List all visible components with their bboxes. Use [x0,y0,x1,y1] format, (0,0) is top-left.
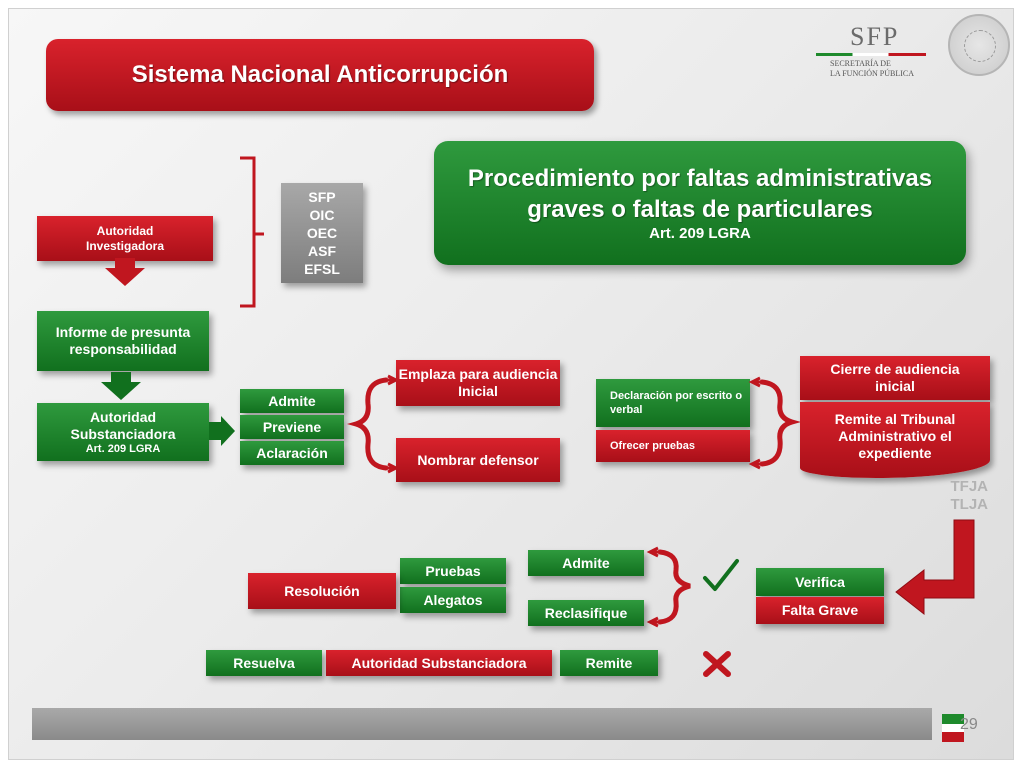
check-icon [703,559,739,591]
seal-inner-icon [964,30,996,62]
logo-subtitle-2: LA FUNCIÓN PÚBLICA [830,69,915,78]
agency-sfp: SFP [308,189,336,205]
declaracion-box: Declaración por escrito o verbal [596,379,750,427]
action-admite-label: Admite [268,392,316,409]
pruebas-box: Pruebas [400,558,506,584]
tribunal-tlja: TLJA [950,496,989,513]
ofrecer-pruebas-box: Ofrecer pruebas [596,430,750,462]
footer-bar [32,708,932,740]
nombrar-defensor-label: Nombrar defensor [417,451,539,468]
remite-box: Remite [560,650,658,676]
agency-oec: OEC [306,225,338,241]
curly-brace-icon [748,376,802,470]
remite-label: Remite [585,654,633,671]
ofrecer-pruebas-label: Ofrecer pruebas [610,440,695,452]
footer-flag-icon [942,714,964,744]
action-previene: Previene [240,415,344,439]
resuelva-label: Resuelva [233,654,295,671]
resolucion-box: Resolución [248,573,396,609]
cierre-label: Cierre de audiencia inicial [830,361,960,394]
logo-subtitle-1: SECRETARÍA DE [830,59,891,68]
sfp-logo: SFP SECRETARÍA DE LA FUNCIÓN PÚBLICA [812,22,932,78]
agency-bracket [240,156,264,308]
alegatos-box: Alegatos [400,587,506,613]
reclasifique-label: Reclasifique [544,604,628,621]
reclasifique-box: Reclasifique [528,600,644,626]
resuelva-box: Resuelva [206,650,322,676]
autoridad-investigadora-box: Autoridad Investigadora [37,216,213,261]
action-admite: Admite [240,389,344,413]
logo-stripe [816,53,926,56]
return-arrow-icon [895,519,975,616]
arrow-down-icon [105,258,145,286]
falta-grave-box: Falta Grave [756,597,884,624]
informe-label: Informe de presunta responsabilidad [55,324,191,357]
agencies-box: SFP OIC OEC ASF EFSL [281,183,363,283]
procedure-title-line1: Procedimiento por faltas administrativas [467,165,933,192]
autoridad-substanciadora2-box: Autoridad Substanciadora [326,650,552,676]
agency-efsl: EFSL [304,261,340,277]
emplaza-label: Emplaza para audiencia Inicial [398,366,558,399]
alegatos-label: Alegatos [423,591,483,608]
remite-tribunal-label: Remite al Tribunal Administrativo el exp… [834,410,956,461]
tribunal-tfja: TFJA [950,478,989,495]
logo-acronym: SFP [850,22,900,51]
cierre-box: Cierre de audiencia inicial [800,356,990,400]
arrow-down-icon [101,372,141,400]
admite2-label: Admite [562,554,610,571]
action-aclaracion-label: Aclaración [256,444,328,461]
nombrar-defensor-box: Nombrar defensor [396,438,560,482]
remite-tribunal-box: Remite al Tribunal Administrativo el exp… [800,402,990,478]
slide-title: Sistema Nacional Anticorrupción [131,61,509,88]
falta-grave-label: Falta Grave [781,602,859,618]
agency-oic: OIC [309,207,335,223]
procedure-article: Art. 209 LGRA [649,225,751,242]
autoridad-substanciadora-label: Autoridad Substanciadora [70,408,176,442]
cross-icon [703,651,731,677]
curly-brace-icon [646,546,691,628]
curly-brace-icon [346,374,400,474]
verifica-label: Verifica [795,573,845,590]
procedure-box: Procedimiento por faltas administrativas… [434,141,966,265]
resolucion-label: Resolución [284,582,360,599]
autoridad-substanciadora-article: Art. 209 LGRA [85,442,161,455]
arrow-right-icon [209,416,235,446]
pruebas-label: Pruebas [425,562,481,579]
admite2-box: Admite [528,550,644,576]
procedure-title-line2: graves o faltas de particulares [527,196,873,223]
tribunal-names: TFJA TLJA [930,478,989,518]
informe-box: Informe de presunta responsabilidad [37,311,209,371]
title-banner: Sistema Nacional Anticorrupción [46,39,594,111]
page-number: 29 [960,716,978,733]
declaracion-label: Declaración por escrito o verbal [610,390,743,416]
coat-of-arms-seal [948,14,1010,76]
autoridad-substanciadora2-label: Autoridad Substanciadora [351,654,527,671]
verifica-box: Verifica [756,568,884,596]
autoridad-investigadora-label: Autoridad Investigadora [85,223,165,253]
agency-asf: ASF [308,243,336,259]
emplaza-box: Emplaza para audiencia Inicial [396,360,560,406]
action-previene-label: Previene [262,418,322,435]
action-aclaracion: Aclaración [240,441,344,465]
autoridad-substanciadora-box: Autoridad Substanciadora Art. 209 LGRA [37,403,209,461]
